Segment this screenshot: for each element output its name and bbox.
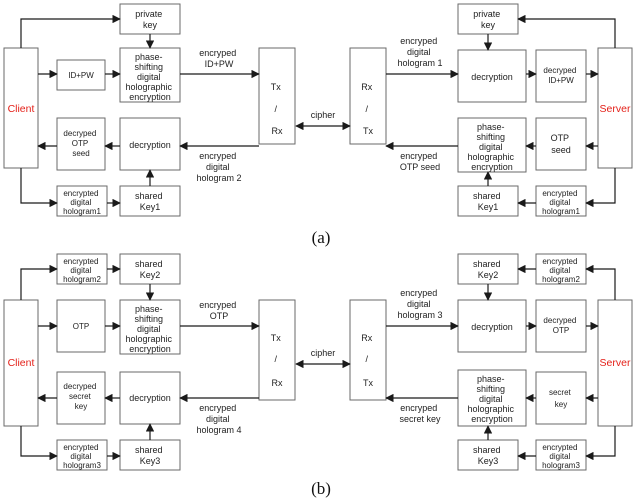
decryped-id-pw-label: decryped ID+PW	[543, 66, 578, 85]
connectors-a	[20, 14, 616, 208]
shared-key3-box-left	[119, 439, 181, 471]
private-key-box-left	[119, 3, 181, 35]
encryption-label-left: phase- shifting digital holographic encr…	[125, 304, 174, 354]
connectors-b	[20, 264, 616, 461]
shared-key-box-left	[119, 185, 181, 217]
decryption-label-left-mid: decryption	[129, 393, 171, 403]
encryption-label-left: phase- shifting digital holographic encr…	[125, 52, 174, 102]
rx-box	[349, 299, 387, 401]
client-box	[3, 299, 39, 427]
secret-key-sent-label: encryped secret key	[399, 403, 441, 424]
tx-label: Tx / Rx	[271, 333, 284, 388]
encryption-box-right	[457, 369, 527, 427]
decryped-otp-seed-box	[56, 117, 106, 171]
encrypted-hologram3-label-right: encrypted digital hologram3	[542, 443, 580, 470]
server-label: Server	[600, 357, 631, 369]
encryption-label-right: phase- shifting digital holographic encr…	[467, 374, 516, 424]
hologram4-label: encryped digital hologram 4	[196, 403, 241, 435]
decryped-otp-label: decryped OTP	[543, 316, 578, 335]
hologram3-label: encryped digital hologram 3	[397, 288, 442, 320]
encryption-box-left	[119, 299, 181, 355]
encryption-label-right: phase- shifting digital holographic encr…	[467, 122, 516, 172]
rx-label: Rx / Tx	[361, 82, 375, 136]
client-label: Client	[8, 103, 35, 115]
caption-a: (a)	[312, 228, 331, 247]
rx-box	[349, 47, 387, 145]
client-box	[3, 47, 39, 169]
shared-key-label-right: shared Key1	[473, 191, 503, 212]
decryption-label-left-mid: decryption	[129, 140, 171, 150]
decryped-secret-key-box	[56, 371, 106, 425]
otp-box	[56, 299, 106, 353]
decryped-otp-seed-label: decryped OTP seed	[63, 129, 98, 158]
encrypted-hologram-label-right: encrypted digital hologram1	[542, 189, 580, 216]
decryped-secret-key-label: decryped secret key	[63, 382, 98, 411]
otp-seed-box	[535, 117, 587, 171]
client-label: Client	[8, 357, 35, 369]
secret-key-box	[535, 371, 587, 425]
server-label: Server	[600, 103, 631, 115]
secret-key-label: secret key	[549, 388, 573, 409]
encrypted-hologram2-box-right	[535, 253, 587, 285]
encrypted-hologram-box-right	[535, 185, 587, 217]
encrypted-hologram3-box-left	[56, 439, 108, 471]
shared-key-box-right	[457, 185, 519, 217]
private-key-label-right: private key	[473, 9, 503, 30]
tx-label: Tx / Rx	[271, 82, 284, 136]
encrypted-hologram-box-left	[56, 185, 108, 217]
server-box	[597, 47, 633, 169]
id-pw-box	[56, 59, 106, 91]
cipher-label: cipher	[311, 110, 336, 120]
rx-label: Rx / Tx	[361, 333, 375, 388]
otp-label: OTP	[73, 322, 89, 331]
shared-key-label-left: shared Key1	[135, 191, 165, 212]
shared-key2-label-left: shared Key2	[135, 259, 165, 280]
encrypted-hologram2-label-right: encrypted digital hologram2	[542, 257, 580, 284]
decryption-label-right-top: decryption	[471, 322, 513, 332]
hologram2-label: encryped digital hologram 2	[196, 151, 241, 183]
hologram1-label: encryped digital hologram 1	[397, 36, 442, 68]
shared-key2-box-left	[119, 253, 181, 285]
panel-a: Client Server private key private key ID…	[3, 3, 633, 247]
cipher-label: cipher	[311, 348, 336, 358]
encrypted-hologram3-label-left: encrypted digital hologram3	[63, 443, 101, 470]
otp-seed-label: OTP seed	[551, 133, 572, 155]
tx-box	[258, 47, 296, 145]
decryption-box-right-top	[457, 299, 527, 353]
encrypted-hologram2-label-left: encrypted digital hologram2	[63, 257, 101, 284]
private-key-label-left: private key	[135, 9, 165, 30]
tx-box	[258, 299, 296, 401]
shared-key2-label-right: shared Key2	[473, 259, 503, 280]
shared-key3-label-right: shared Key3	[473, 445, 503, 466]
id-pw-label: ID+PW	[68, 71, 94, 80]
decryption-box-left-mid	[119, 371, 181, 425]
decryption-label-right-top: decryption	[471, 72, 513, 82]
encryped-otp-label: encryped OTP	[199, 300, 239, 321]
decryped-otp-box	[535, 299, 587, 353]
caption-b: (b)	[311, 479, 331, 498]
encryption-box-left	[119, 47, 181, 103]
otp-seed-sent-label: encryped OTP seed	[400, 151, 440, 172]
shared-key3-label-left: shared Key3	[135, 445, 165, 466]
panel-b: Client Server encrypted digital hologram…	[3, 253, 633, 498]
encrypted-hologram-label-left: encrypted digital hologram1	[63, 189, 101, 216]
encryped-id-pw-label: encryped ID+PW	[199, 48, 239, 69]
